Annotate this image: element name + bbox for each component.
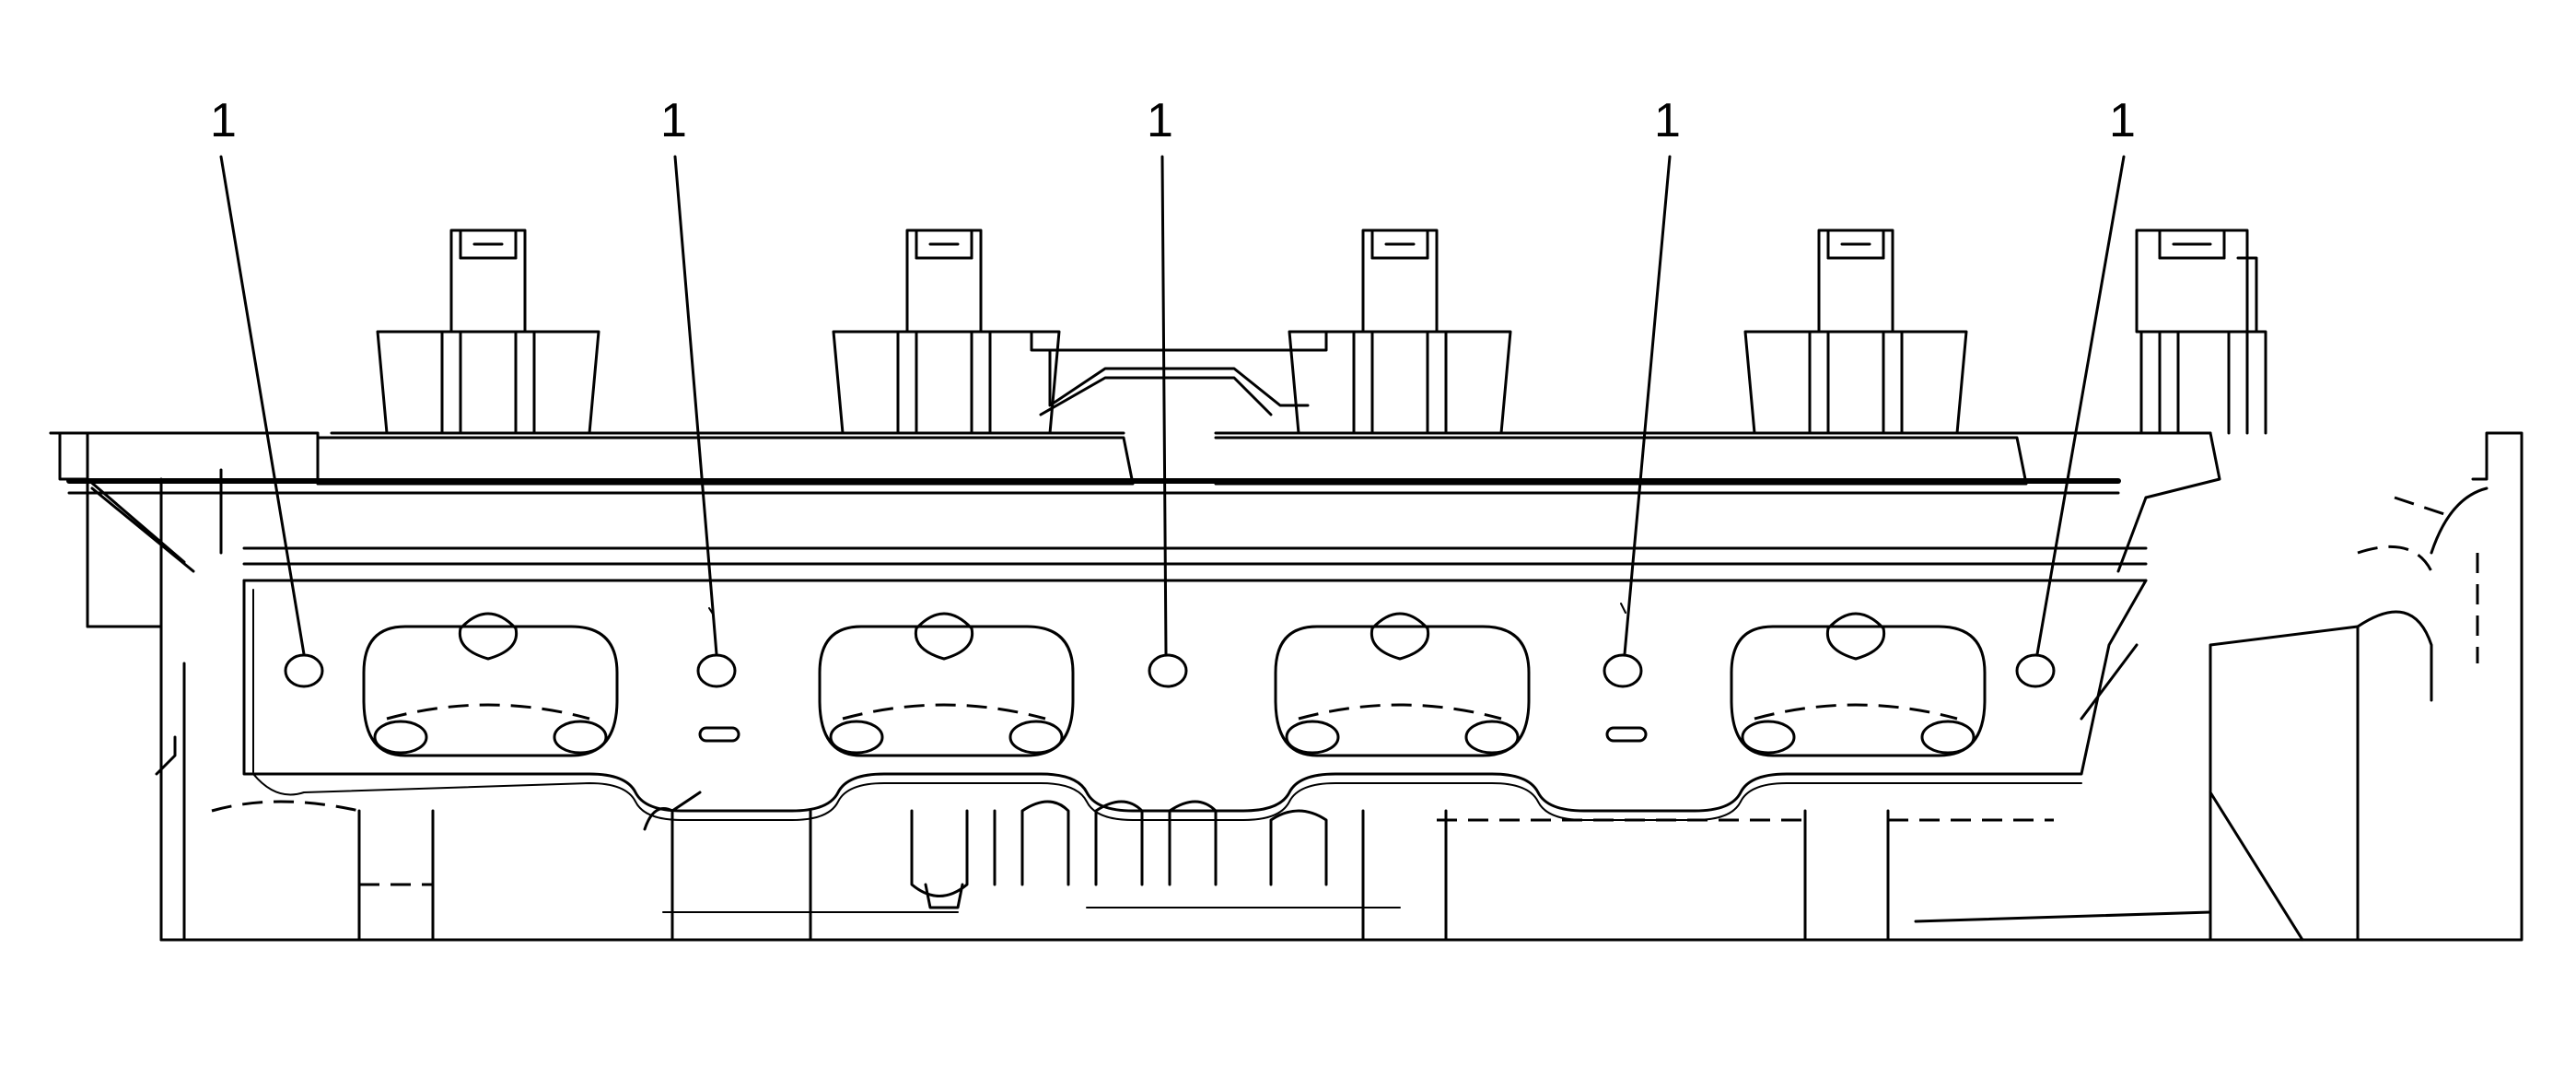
exhaust-port-3	[1274, 612, 1531, 757]
leader-line-2	[673, 155, 718, 656]
leader-line-4	[1623, 155, 1672, 656]
bearing-cap-2	[832, 229, 1061, 435]
bearing-cap-5	[2135, 229, 2267, 435]
callout-labels: 1 1 1 1 1	[210, 94, 2136, 147]
callout-label: 1	[210, 94, 237, 147]
callout-label: 1	[1147, 94, 1173, 147]
bearing-cap-1	[376, 229, 600, 435]
bearing-cap-4	[1743, 229, 1968, 435]
callout-label: 1	[2109, 94, 2136, 147]
leader-line-5	[2035, 155, 2126, 656]
gasket-slot-1	[698, 726, 740, 743]
stud-hole-5	[2015, 653, 2056, 688]
bearing-cap-3	[1288, 229, 1512, 435]
cam-bearing-caps	[376, 229, 2267, 435]
callout-label: 1	[660, 94, 687, 147]
exhaust-port-2	[818, 612, 1075, 757]
stud-hole-4	[1603, 653, 1643, 688]
exhaust-port-4	[1730, 612, 1987, 757]
stud-hole-3	[1148, 653, 1188, 688]
exhaust-gasket	[242, 579, 2148, 821]
deck-rail	[49, 431, 2221, 582]
stud-hole-2	[696, 653, 737, 688]
leader-line-3	[1160, 155, 1168, 656]
stud-hole-1	[284, 653, 324, 688]
callout-leaders	[219, 155, 2126, 656]
gasket-slot-2	[1605, 726, 1648, 743]
leader-line-1	[219, 155, 306, 656]
callout-label: 1	[1654, 94, 1681, 147]
exhaust-port-1	[362, 612, 619, 757]
cylinder-head-body	[49, 431, 2524, 942]
